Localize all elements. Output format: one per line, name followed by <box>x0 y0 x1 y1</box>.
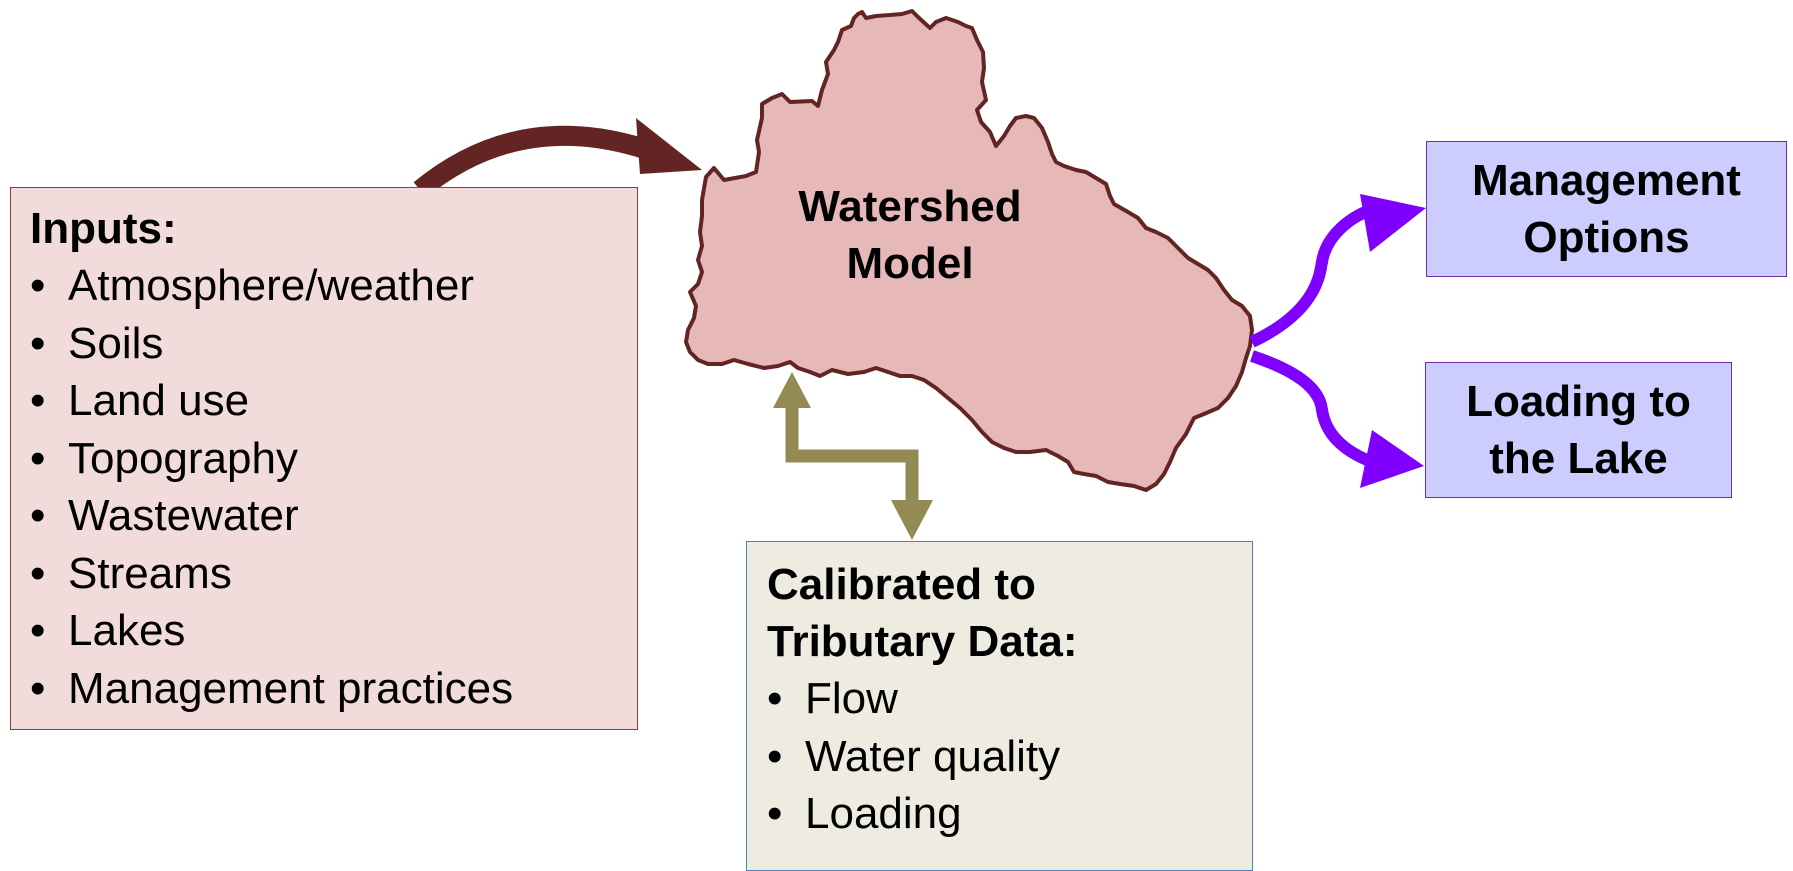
inputs-item-text: Lakes <box>68 606 186 655</box>
inputs-item-text: Land use <box>68 376 250 425</box>
inputs-item-text: Management practices <box>68 663 514 713</box>
bullet-dot: • <box>767 789 783 838</box>
list-item: • Atmosphere/weather <box>30 257 637 315</box>
list-item: • Water quality <box>767 728 1252 786</box>
bullet-dot: • <box>30 376 46 425</box>
management-options-box: Management Options <box>1426 141 1787 277</box>
watershed-model-title: Watershed Model <box>760 178 1060 292</box>
calibration-item-text: Flow <box>805 674 898 723</box>
input-arrowhead <box>636 118 702 174</box>
inputs-item-text: Streams <box>68 548 232 598</box>
inputs-list: • Atmosphere/weather • Soils • Land use • To… <box>30 257 637 717</box>
loading-line2: the Lake <box>1489 434 1668 483</box>
calibration-heading-line2: Tributary Data: <box>767 617 1078 666</box>
bullet-dot: • <box>30 318 46 368</box>
management-options-label: Management Options <box>1472 152 1741 266</box>
calibration-arrowhead-down <box>891 500 933 540</box>
calibration-item-text: Loading <box>805 789 962 838</box>
list-item: • Land use <box>30 372 637 430</box>
inputs-item-text: Topography <box>68 433 298 483</box>
calibration-item-text: Water quality <box>805 731 1061 781</box>
inputs-box: Inputs: • Atmosphere/weather • Soils • Land… <box>10 187 638 730</box>
list-item: • Streams <box>30 545 637 603</box>
calibration-arrowhead-up <box>773 372 811 408</box>
inputs-item-text: Soils <box>68 318 164 368</box>
list-item: • Topography <box>30 430 637 488</box>
calibration-list: • Flow • Water quality • Loading <box>767 670 1252 843</box>
calibration-heading-line1: Calibrated to <box>767 560 1036 609</box>
loading-to-lake-box: Loading to the Lake <box>1425 362 1732 498</box>
bullet-dot: • <box>767 674 783 723</box>
loading-arrowhead <box>1360 430 1424 488</box>
inputs-heading: Inputs: <box>30 204 177 253</box>
list-item: • Soils <box>30 315 637 373</box>
calibration-arrow <box>785 402 919 512</box>
loading-arrow <box>1250 350 1375 468</box>
bullet-dot: • <box>30 548 46 598</box>
loading-to-lake-label: Loading to the Lake <box>1466 373 1691 487</box>
bullet-dot: • <box>30 491 46 540</box>
bullet-dot: • <box>30 606 46 655</box>
management-line2: Options <box>1523 213 1690 262</box>
calibration-box: Calibrated to Tributary Data: • Flow • Wat… <box>746 541 1253 871</box>
management-line1: Management <box>1472 156 1741 205</box>
list-item: • Flow <box>767 670 1252 728</box>
bullet-dot: • <box>30 261 46 310</box>
list-item: • Management practices <box>30 660 637 718</box>
management-arrowhead <box>1360 194 1426 252</box>
list-item: • Lakes <box>30 602 637 660</box>
watershed-diagram <box>413 9 1426 540</box>
input-arrow <box>413 125 652 198</box>
list-item: • Wastewater <box>30 487 637 545</box>
bullet-dot: • <box>767 731 783 781</box>
inputs-item-text: Wastewater <box>68 491 299 540</box>
loading-line1: Loading to <box>1466 377 1691 426</box>
inputs-item-text: Atmosphere/weather <box>68 261 474 310</box>
watershed-title-line1: Watershed <box>798 182 1022 231</box>
management-arrow <box>1249 202 1378 348</box>
list-item: • Loading <box>767 785 1252 843</box>
bullet-dot: • <box>30 663 46 713</box>
watershed-shape <box>684 9 1254 492</box>
bullet-dot: • <box>30 433 46 483</box>
watershed-title-line2: Model <box>846 239 974 288</box>
